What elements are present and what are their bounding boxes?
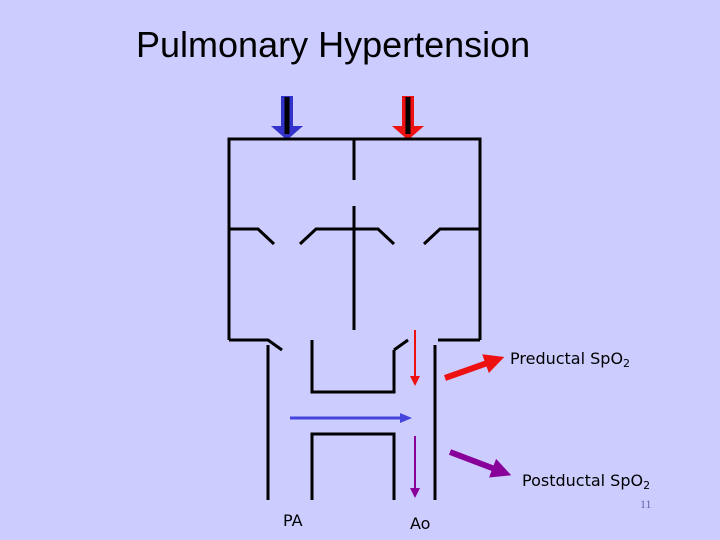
ao-label: Ao: [410, 514, 431, 533]
systemic-venous-inflow-arrow: [271, 96, 303, 140]
preductal-pointer-arrow: [443, 354, 505, 381]
slide-title: Pulmonary Hypertension: [136, 24, 531, 65]
postductal-pointer-arrow: [448, 449, 512, 478]
preductal-spo2-label: Preductal SpO2: [510, 349, 630, 370]
postductal-spo2-label: Postductal SpO2: [522, 471, 650, 492]
pulmonary-venous-inflow-arrow: [392, 96, 424, 140]
postductal-label-subscript-o: O2: [630, 471, 651, 492]
preductal-label-subscript-o: O2: [610, 349, 631, 370]
preductal-label-text: Preductal Sp: [510, 349, 611, 368]
postductal-label-text: Postductal Sp: [522, 471, 631, 490]
heart-outline: [227, 137, 482, 352]
pa-label: PA: [283, 511, 303, 530]
pulmonary-artery: [266, 340, 437, 500]
page-number: 11: [640, 497, 652, 511]
